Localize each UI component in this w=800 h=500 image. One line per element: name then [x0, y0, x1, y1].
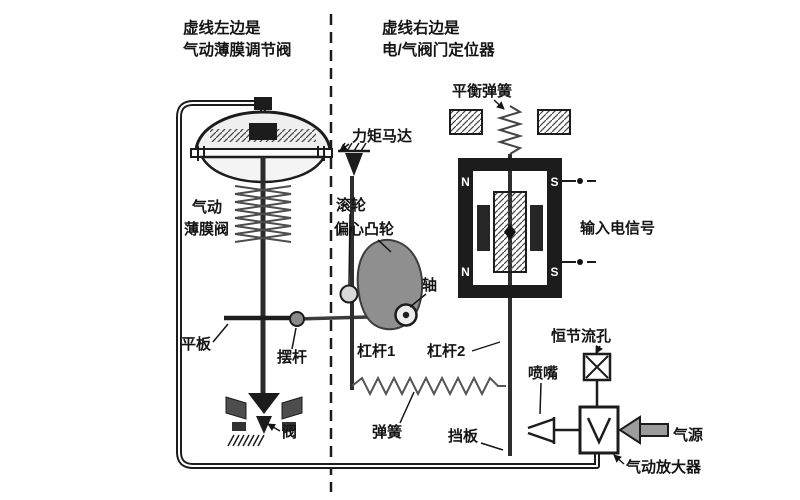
label-nozzle: 喷嘴: [528, 364, 558, 382]
leader-nozzle: [539, 382, 542, 415]
constant-orifice-symbol: [582, 346, 612, 407]
label-shaft: 轴: [422, 276, 437, 294]
label-valve: 阀: [282, 423, 297, 441]
label-roller: 滚轮: [336, 196, 366, 214]
title-right-line2: 电/气阀门定位器: [382, 40, 495, 59]
leader-balance-spring: [493, 99, 505, 110]
label-pneumatic-amplifier: 气动放大器: [625, 458, 702, 476]
leader-eccentric-cam: [377, 239, 392, 253]
feedback-spring: [351, 375, 506, 397]
ground-hatch: [227, 434, 265, 447]
torque-motor-assembly: N N S S: [458, 158, 562, 298]
terminal-top: [562, 178, 596, 184]
label-swing-rod: 摆杆: [277, 348, 307, 366]
leader-valve: [267, 423, 281, 432]
label-input-signal: 输入电信号: [580, 219, 655, 237]
label-diaphragm-valve-line1: 气动: [191, 198, 222, 216]
valve-body: [225, 393, 303, 447]
label-spring: 弹簧: [372, 423, 402, 441]
label-eccentric-cam: 偏心凸轮: [334, 220, 394, 238]
leader-torque-motor: [339, 143, 350, 152]
leader-flat-plate: [212, 323, 229, 343]
terminal-bottom: [562, 259, 596, 265]
leader-roller: [348, 213, 351, 286]
label-lever2: 杠杆2: [427, 342, 465, 360]
leader-shaft: [409, 293, 427, 308]
balance-spring-assembly: [449, 105, 571, 155]
air-source-arrow: [618, 415, 669, 445]
pneumatic-amplifier-box: [578, 405, 620, 455]
leader-constant-orifice: [595, 344, 603, 354]
leader-lines: [212, 99, 625, 465]
actuator-spring: [234, 185, 292, 243]
title-right-line1: 虚线右边是: [382, 18, 460, 37]
magnet-n-bottom-label: N: [461, 265, 470, 279]
pivot-joint: [289, 311, 305, 327]
label-air-source: 气源: [672, 426, 703, 444]
leader-swing-rod: [291, 327, 297, 350]
label-flat-plate: 平板: [181, 335, 212, 353]
magnet-s-top-label: S: [550, 175, 558, 189]
leader-baffle: [480, 442, 504, 451]
leader-pneumatic-amplifier: [613, 454, 625, 465]
roller-wheel: [339, 284, 359, 304]
label-constant-orifice: 恒节流孔: [551, 327, 611, 345]
text-labels: 虚线左边是 气动薄膜调节阀 虚线右边是 电/气阀门定位器 平衡弹簧 力矩马达 滚…: [181, 18, 703, 476]
label-diaphragm-valve-line2: 薄膜阀: [184, 220, 229, 238]
armature-marker: [504, 224, 516, 240]
air-tube-loop: [176, 100, 600, 469]
leader-spring: [399, 391, 415, 424]
nozzle-shape: [527, 417, 580, 444]
title-left-line1: 虚线左边是: [183, 18, 261, 37]
leader-lever2: [471, 341, 501, 352]
label-baffle: 挡板: [448, 427, 479, 445]
label-lever1: 杠杆1: [357, 342, 395, 360]
flapper-flag: [345, 153, 363, 176]
label-balance-spring: 平衡弹簧: [452, 82, 512, 100]
title-left-line2: 气动薄膜调节阀: [182, 40, 292, 59]
eccentric-cam: [356, 238, 423, 331]
magnet-s-bottom-label: S: [550, 265, 558, 279]
label-torque-motor: 力矩马达: [352, 127, 412, 145]
magnet-n-top-label: N: [461, 175, 470, 189]
